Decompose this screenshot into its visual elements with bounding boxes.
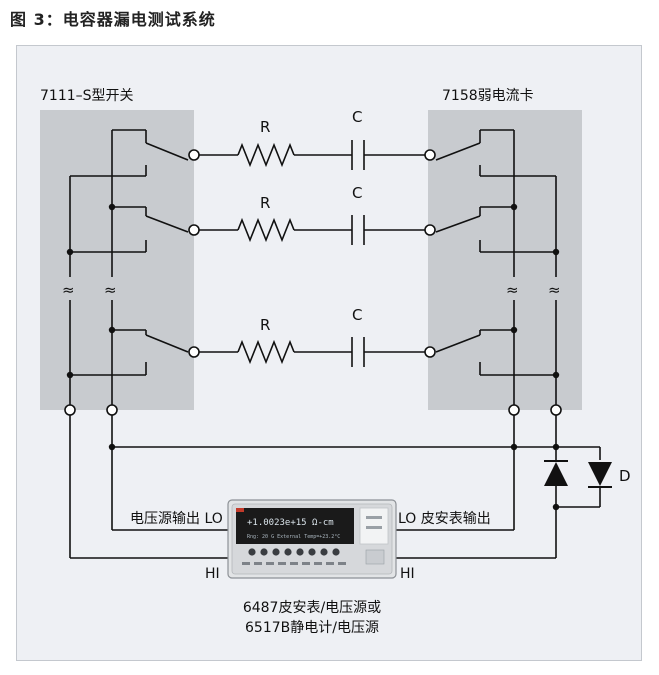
instrument-caption-line1: 6487皮安表/电压源或: [243, 600, 381, 616]
terminals: [64, 149, 562, 416]
instrument: +1.0023e+15 Ω-cm Rng: 20 G External Temp…: [227, 499, 397, 579]
break-symbol-right-1: ≈: [506, 281, 519, 299]
break-symbol-right-2: ≈: [548, 281, 561, 299]
diode-label: D: [619, 467, 631, 485]
diode-pair: [544, 460, 612, 488]
left-switch-panel: [40, 110, 194, 410]
hi-label-left: HI: [205, 566, 220, 582]
resistor-label-3: R: [260, 316, 270, 334]
capacitor-label-3: C: [352, 306, 362, 324]
display-main-readout: +1.0023e+15 Ω-cm: [247, 518, 334, 528]
hi-label-right: HI: [400, 566, 415, 582]
capacitor-label-2: C: [352, 184, 362, 202]
resistor-label-2: R: [260, 194, 270, 212]
capacitor-label-1: C: [352, 108, 362, 126]
instrument-display: [236, 508, 354, 544]
instrument-wiring: [69, 415, 601, 559]
break-symbol-left-2: ≈: [104, 281, 117, 299]
source-output-label: 电压源输出 LO: [130, 511, 223, 527]
right-card-wiring: [435, 129, 557, 410]
instrument-caption-line2: 6517B静电计/电压源: [245, 620, 379, 636]
break-symbol-left-1: ≈: [62, 281, 75, 299]
figure-title: 图 3：电容器漏电测试系统: [10, 10, 216, 29]
picoammeter-output-label: LO 皮安表输出: [398, 511, 491, 527]
left-switch-wiring: [69, 129, 189, 410]
display-sub-readout: Rng: 20 G External Temp=+23.2°C: [247, 534, 340, 540]
left-switch-label: 7111–S型开关: [40, 88, 134, 104]
resistor-label-1: R: [260, 118, 270, 136]
dut-rows: [199, 140, 425, 367]
right-card-label: 7158弱电流卡: [442, 88, 534, 104]
